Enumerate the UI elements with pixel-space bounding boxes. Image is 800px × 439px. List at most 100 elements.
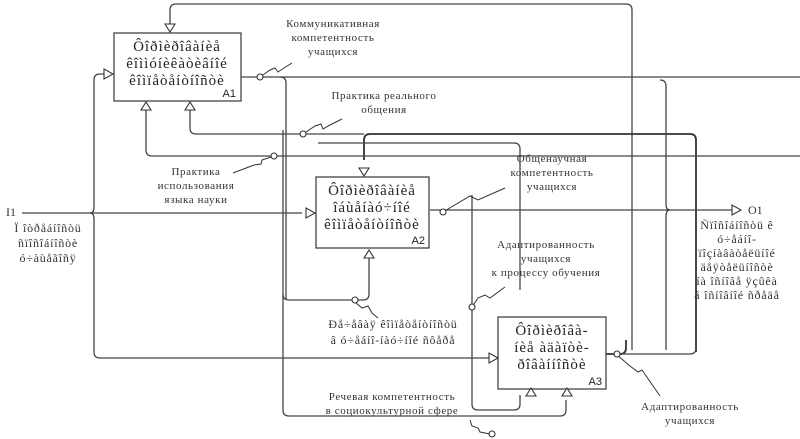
box-a3-id: A3	[589, 376, 602, 388]
box-a1-line-3: êîìïåòåíòíîñòè	[129, 73, 225, 89]
label-general-3: учащихся	[527, 181, 577, 193]
label-general-2: компетентность	[511, 167, 594, 179]
box-a3-line-3: ðîâàííîñòè	[517, 357, 586, 373]
box-a2-line-2: îáùåíàó÷íîé	[332, 200, 411, 216]
connectors	[22, 3, 800, 417]
box-a1-line-1: Ôîðìèðîâàíèå	[133, 38, 221, 55]
vertical-283	[282, 130, 567, 417]
squiggle-speech-garbled	[354, 301, 379, 319]
label-speech-garbled-1: Ðå÷åâàÿ êîìïåòåíòíîñòü	[328, 317, 457, 331]
label-communicative-2: компетентность	[292, 32, 375, 44]
label-speech-socio-1: Речевая компетентность	[329, 391, 456, 403]
label-adaptation-process: Адаптированность учащихся к процессу обу…	[492, 239, 601, 279]
arrow-a3-mech-2	[561, 386, 573, 397]
input-line-1: Ï îòðåáíîñòü	[14, 221, 81, 235]
dot-communicative	[256, 73, 264, 81]
label-adapt-process-1: Адаптированность	[497, 239, 595, 251]
a1-output-down	[279, 76, 287, 300]
arrow-a1-mech-2	[184, 100, 196, 111]
dot-real-practice	[299, 130, 307, 138]
label-science-2: использования	[158, 180, 235, 192]
dot-speech-socio	[488, 430, 496, 438]
box-a2-line-1: Ôîðìèðîâàíèå	[328, 182, 416, 199]
input-code: I1	[6, 205, 16, 219]
label-science-language: Практика использования языка науки	[158, 166, 235, 206]
arrow-a3-mech-1	[525, 386, 537, 397]
output-code: O1	[748, 203, 763, 217]
label-speech-sociocultural: Речевая компетентность в социокультурной…	[326, 391, 459, 417]
label-adapt-process-2: учащихся	[521, 253, 571, 265]
label-communicative-3: учащихся	[308, 46, 358, 58]
label-general-1: Общенаучная	[517, 153, 588, 165]
arrow-a1-control-top	[164, 23, 176, 34]
dot-general	[439, 208, 447, 216]
vertical-472	[471, 195, 521, 411]
label-communicative-1: Коммуникативная	[286, 18, 380, 30]
squiggle-adaptation	[616, 354, 661, 397]
a1-control-line-1	[145, 102, 280, 157]
squiggle-science	[232, 155, 275, 174]
arrow-a2-mech	[363, 248, 375, 259]
squiggle-communicative	[259, 62, 293, 78]
squiggle-real-practice	[302, 118, 343, 135]
feedback-loop-top	[169, 3, 633, 350]
label-real-practice-1: Практика реального	[332, 90, 437, 102]
input-brace-down	[89, 212, 490, 359]
input-line-2: ñïîñîáíîñòè	[18, 236, 78, 250]
squiggle-general	[442, 187, 506, 213]
label-speech-garbled-2: â ó÷åáíî-íàó÷íîé ñôåðå	[331, 333, 456, 347]
real-practice-line	[363, 133, 697, 352]
label-adapt-process-3: к процессу обучения	[492, 267, 601, 279]
box-a1-id: A1	[223, 88, 236, 100]
dot-speech-garbled	[351, 296, 359, 304]
output-line-4: äåÿòåëüíîñòè	[701, 260, 774, 274]
label-real-practice-2: общения	[361, 104, 406, 116]
label-speech-socio-2: в социокультурной сфере	[326, 405, 459, 417]
dot-science	[270, 152, 278, 160]
a2-loop-line	[318, 142, 521, 290]
a1-control-line-2	[189, 102, 230, 135]
dot-adaptation	[613, 350, 621, 358]
arrow-a1-input	[103, 68, 115, 80]
a3-output-right	[620, 347, 697, 355]
box-a2-id: A2	[412, 235, 425, 247]
box-a3-line-1: Ôîðìèðîâà-	[515, 322, 588, 339]
input-line-3: ó÷àùåãîñÿ	[19, 251, 76, 265]
arrow-a3-input	[488, 352, 500, 364]
label-general-scientific: Общенаучная компетентность учащихся	[511, 153, 594, 193]
output-vertical	[659, 79, 671, 350]
box-a2-line-3: êîìïåòåíòíîñòè	[324, 217, 420, 233]
squiggle-speech-socio	[469, 419, 491, 435]
box-a3-line-2: íèå àäàïòè-	[514, 340, 590, 356]
dot-adapt-process	[468, 303, 476, 311]
label-adaptation: Адаптированность учащихся	[641, 401, 739, 427]
arrow-a2-control	[358, 167, 370, 178]
output-line-1: Ñïîñîáíîñòü ê	[700, 218, 773, 232]
junction-dots	[256, 73, 621, 438]
label-science-1: Практика	[171, 166, 220, 178]
output-line-5: íà îñíîâå ÿçûêà	[696, 274, 777, 288]
arrowheads	[103, 23, 743, 397]
label-science-3: языка науки	[164, 194, 227, 206]
output-label: O1 Ñïîñîáíîñòü ê ó÷åáíî- ïîçíàâàòåëüíîé …	[694, 203, 779, 302]
box-a3[interactable]: Ôîðìèðîâà- íèå àäàïòè- ðîâàííîñòè A3	[497, 316, 607, 390]
label-adaptation-2: учащихся	[665, 415, 715, 427]
box-a1-line-2: êîììóíèêàòèâíîé	[126, 56, 228, 72]
arrow-a2-input	[305, 207, 317, 219]
label-real-practice: Практика реального общения	[332, 90, 437, 116]
output-line-6: â îñíîâíîé ñðåäå	[694, 288, 779, 302]
label-adaptation-1: Адаптированность	[641, 401, 739, 413]
label-communicative: Коммуникативная компетентность учащихся	[286, 18, 380, 58]
output-line-2: ó÷åáíî-	[717, 232, 757, 246]
arrow-a1-mech-1	[140, 100, 152, 111]
squiggles	[232, 62, 661, 435]
input-label: I1 Ï îòðåáíîñòü ñïîñîáíîñòè ó÷àùåãîñÿ	[6, 205, 81, 265]
output-line-3: ïîçíàâàòåëüíîé	[697, 246, 775, 260]
box-a2[interactable]: Ôîðìèðîâàíèå îáùåíàó÷íîé êîìïåòåíòíîñòè …	[315, 176, 430, 249]
input-brace	[89, 73, 104, 214]
a2-bottom-loop	[282, 258, 370, 301]
label-speech-garbled: Ðå÷åâàÿ êîìïåòåíòíîñòü â ó÷åáíî-íàó÷íîé …	[328, 317, 457, 347]
arrow-output-o1	[731, 204, 743, 216]
box-a1[interactable]: Ôîðìèðîâàíèå êîììóíèêàòèâíîé êîìïåòåíòíî…	[113, 32, 242, 102]
